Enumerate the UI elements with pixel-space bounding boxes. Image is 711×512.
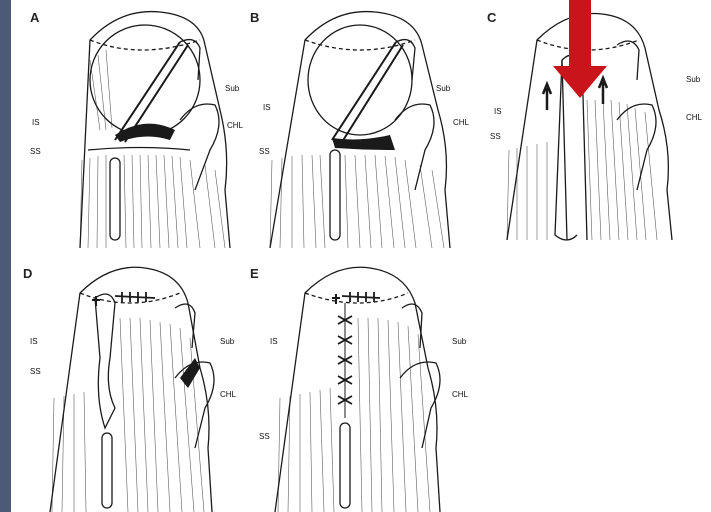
panel-b-letter: B [250, 10, 259, 25]
panel-e-label-is: IS [270, 337, 278, 346]
panel-d-label-chl: CHL [220, 390, 236, 399]
panel-d: D IS SS Sub CHL [20, 258, 250, 512]
panel-e-label-ss: SS [259, 432, 270, 441]
panel-a-label-chl: CHL [227, 121, 243, 130]
panel-c-label-chl: CHL [686, 113, 702, 122]
panel-a: A IS SS Sub CHL [20, 0, 245, 255]
panel-b-label-is: IS [263, 103, 271, 112]
panel-c-label-ss: SS [490, 132, 501, 141]
panel-c-label-sub: Sub [686, 75, 700, 84]
panel-c-label-is: IS [494, 107, 502, 116]
panel-e-drawing [250, 258, 485, 512]
panel-b-label-chl: CHL [453, 118, 469, 127]
panel-c-drawing [487, 0, 711, 255]
panel-c-letter: C [487, 10, 496, 25]
panel-e-label-chl: CHL [452, 390, 468, 399]
panel-b-label-ss: SS [259, 147, 270, 156]
panel-a-label-ss: SS [30, 147, 41, 156]
panel-c: C IS SS Sub CHL [487, 0, 711, 255]
panel-a-letter: A [30, 10, 39, 25]
panel-d-label-sub: Sub [220, 337, 234, 346]
panel-d-label-ss: SS [30, 367, 41, 376]
panel-a-label-sub: Sub [225, 84, 239, 93]
panel-a-drawing [20, 0, 245, 255]
panel-e-letter: E [250, 266, 259, 281]
panel-e: E IS SS Sub CHL [250, 258, 485, 512]
panel-e-label-sub: Sub [452, 337, 466, 346]
panel-b-drawing [250, 0, 485, 255]
panel-b-label-sub: Sub [436, 84, 450, 93]
panel-a-label-is: IS [32, 118, 40, 127]
left-sidebar-strip [0, 0, 11, 512]
panel-b: B IS SS Sub CHL [250, 0, 485, 255]
panel-d-label-is: IS [30, 337, 38, 346]
panel-d-drawing [20, 258, 250, 512]
panel-d-letter: D [23, 266, 32, 281]
